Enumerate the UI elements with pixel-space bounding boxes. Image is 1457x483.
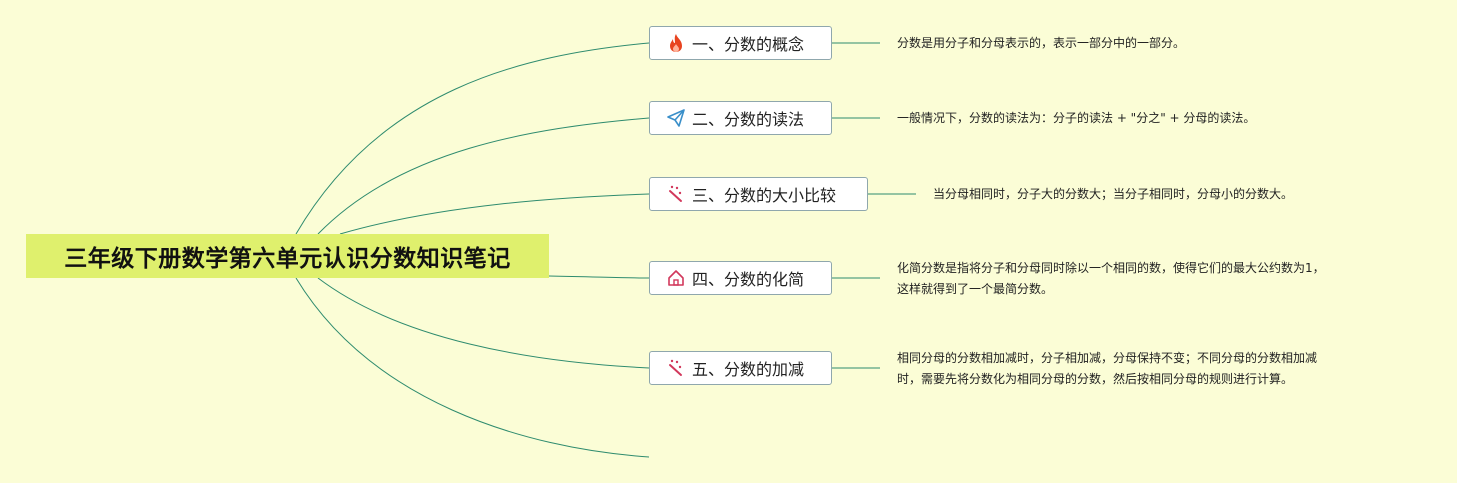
topic-5-note-line-1: 相同分母的分数相加减时，分子相加减，分母保持不变；不同分母的分数相加减 xyxy=(897,351,1318,365)
paper-plane-icon xyxy=(666,108,686,128)
connector-root-extra xyxy=(295,277,650,458)
topic-2[interactable]: 二、分数的读法 xyxy=(649,101,832,135)
topic-5-note-line-2: 时，需要先将分数化为相同分母的分数，然后按相同分母的规则进行计算。 xyxy=(897,372,1294,386)
topic-5-note: 相同分母的分数相加减时，分子相加减，分母保持不变；不同分母的分数相加减 时，需要… xyxy=(897,348,1317,390)
root-title: 三年级下册数学第六单元认识分数知识笔记 xyxy=(64,246,511,272)
topic-2-label: 二、分数的读法 xyxy=(692,110,805,129)
magic-wand-icon xyxy=(666,184,686,204)
magic-wand-icon xyxy=(666,358,686,378)
topic-2-note-line-1: 一般情况下，分数的读法为：分子的读法 + "分之" + 分母的读法。 xyxy=(897,111,1256,125)
topic-1-note: 分数是用分子和分母表示的，表示一部分中的一部分。 xyxy=(897,33,1185,54)
connector-root-topic-4 xyxy=(548,275,650,279)
topic-2-note: 一般情况下，分数的读法为：分子的读法 + "分之" + 分母的读法。 xyxy=(897,108,1255,129)
connector-root-topic-5 xyxy=(317,277,650,369)
topic-4[interactable]: 四、分数的化简 xyxy=(649,261,832,295)
topic-1-note-line-1: 分数是用分子和分母表示的，表示一部分中的一部分。 xyxy=(897,36,1186,50)
topic-1[interactable]: 一、分数的概念 xyxy=(649,26,832,60)
root-topic[interactable]: 三年级下册数学第六单元认识分数知识笔记 xyxy=(26,234,549,278)
topic-4-note-line-2: 这样就得到了一个最简分数。 xyxy=(897,282,1054,296)
topic-4-label: 四、分数的化简 xyxy=(692,270,805,289)
topic-4-note: 化简分数是指将分子和分母同时除以一个相同的数，使得它们的最大公约数为1， 这样就… xyxy=(897,258,1325,300)
connector-root-topic-2 xyxy=(317,117,650,235)
home-icon xyxy=(666,268,686,288)
topic-3[interactable]: 三、分数的大小比较 xyxy=(649,177,868,211)
connector-root-topic-3 xyxy=(339,193,650,235)
topic-4-note-line-1: 化简分数是指将分子和分母同时除以一个相同的数，使得它们的最大公约数为1， xyxy=(897,261,1325,275)
topic-5-label: 五、分数的加减 xyxy=(692,360,805,379)
topic-5[interactable]: 五、分数的加减 xyxy=(649,351,832,385)
topic-1-label: 一、分数的概念 xyxy=(692,35,805,54)
connector-root-topic-1 xyxy=(295,42,650,235)
topic-3-label: 三、分数的大小比较 xyxy=(692,186,837,205)
topic-3-note: 当分母相同时，分子大的分数大；当分子相同时，分母小的分数大。 xyxy=(933,184,1293,205)
fire-icon xyxy=(666,33,686,53)
topic-3-note-line-1: 当分母相同时，分子大的分数大；当分子相同时，分母小的分数大。 xyxy=(933,187,1294,201)
